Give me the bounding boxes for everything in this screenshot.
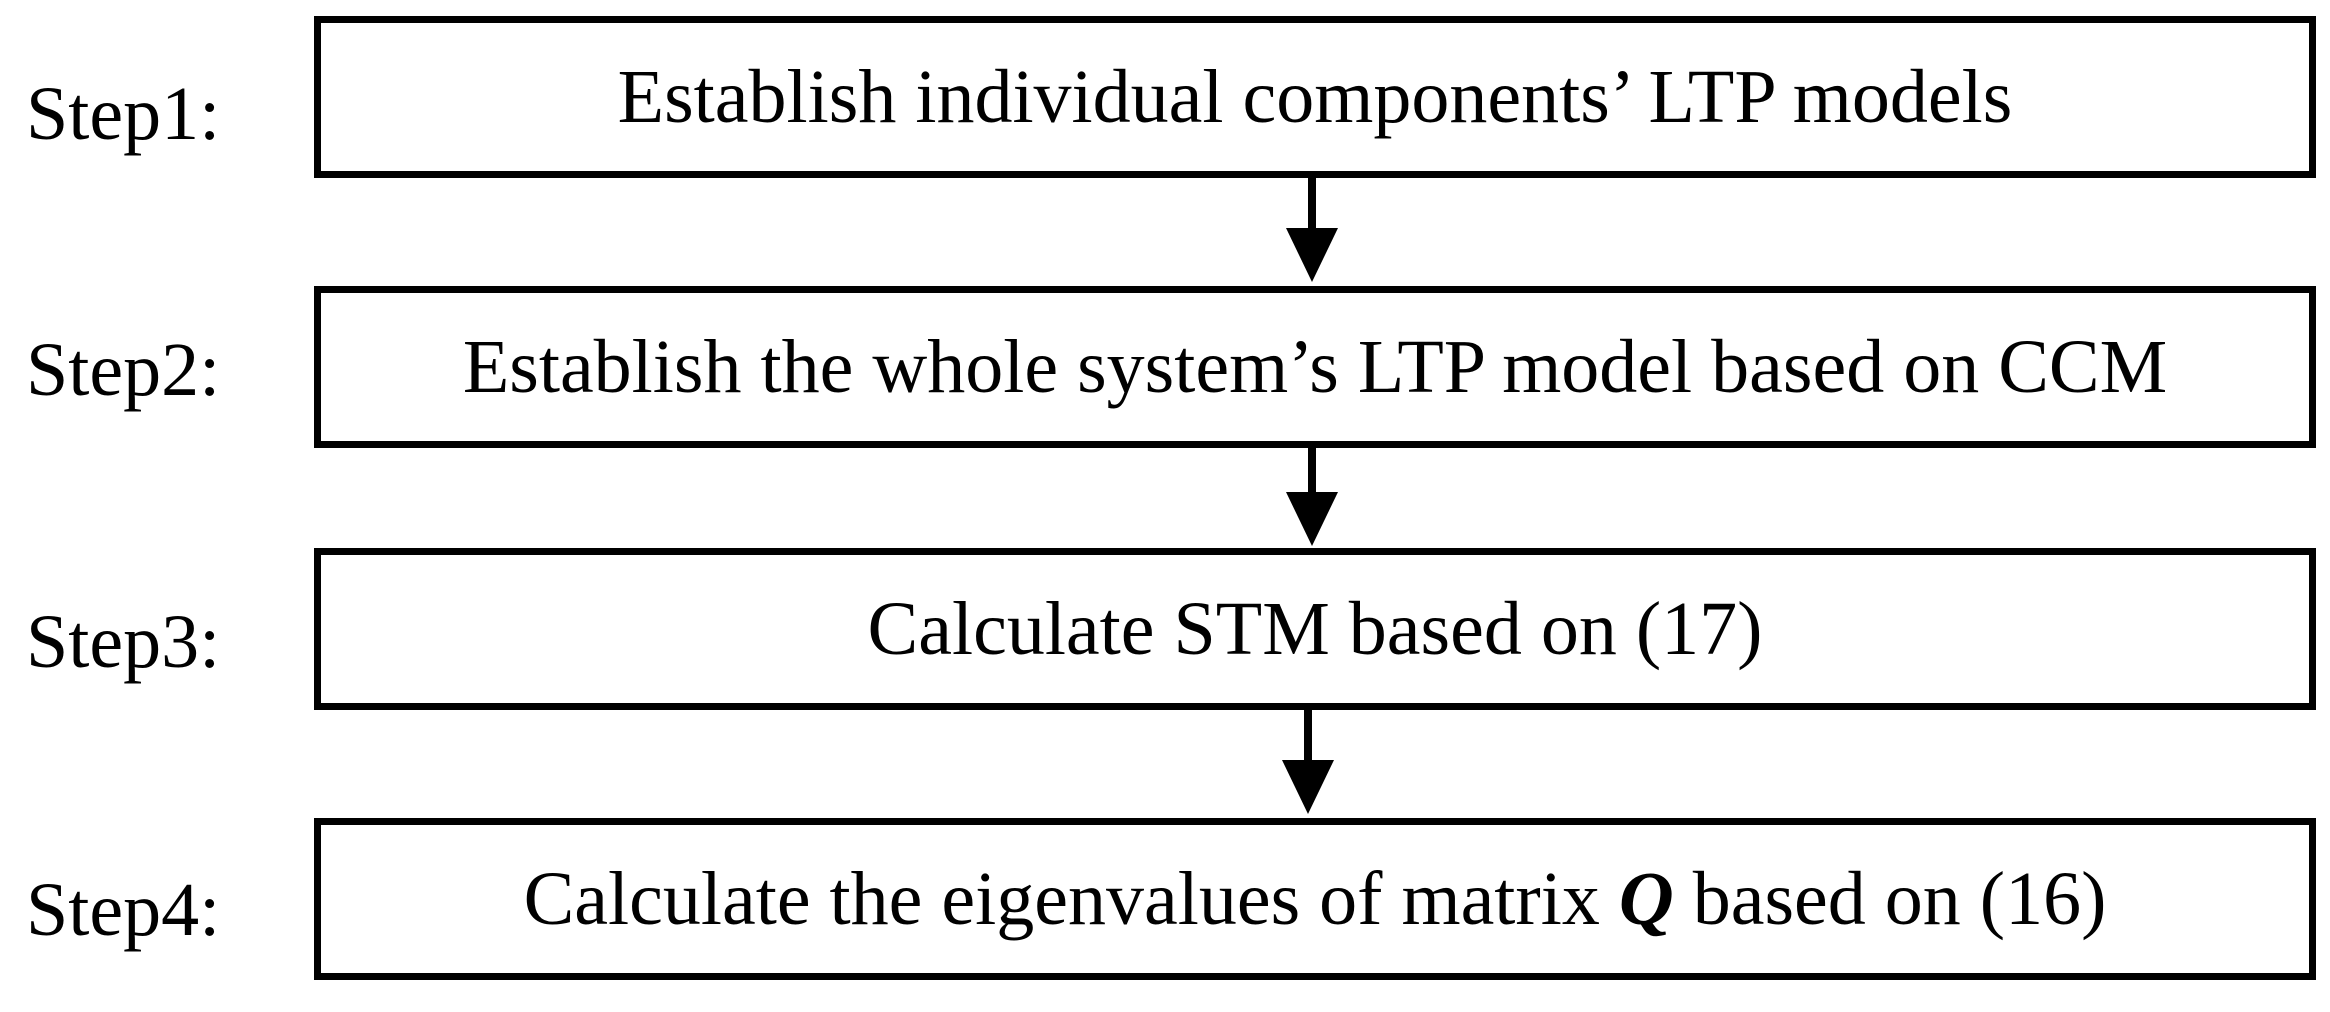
- step4-box: Calculate the eigenvalues of matrix Q ba…: [314, 818, 2316, 980]
- step3-label: Step3:: [26, 600, 221, 684]
- matrix-q-symbol: Q: [1618, 857, 1674, 941]
- step3-text: Calculate STM based on (17): [867, 587, 1763, 671]
- step4-text-before: Calculate the eigenvalues of matrix: [523, 857, 1619, 941]
- step1-label: Step1:: [26, 72, 221, 156]
- arrow-step3-to-step4: [1282, 710, 1334, 814]
- step1-text: Establish individual components’ LTP mod…: [617, 55, 2013, 139]
- step4-text: Calculate the eigenvalues of matrix Q ba…: [524, 861, 2107, 937]
- step2-text: Establish the whole system’s LTP model b…: [462, 325, 2168, 409]
- step1-box: Establish individual components’ LTP mod…: [314, 16, 2316, 178]
- step4-text-after: based on (16): [1673, 857, 2107, 941]
- arrow-step2-to-step3: [1286, 448, 1338, 546]
- step2-label: Step2:: [26, 328, 221, 412]
- step4-label: Step4:: [26, 868, 221, 952]
- step3-box: Calculate STM based on (17): [314, 548, 2316, 710]
- step2-box: Establish the whole system’s LTP model b…: [314, 286, 2316, 448]
- arrow-step1-to-step2: [1286, 178, 1338, 282]
